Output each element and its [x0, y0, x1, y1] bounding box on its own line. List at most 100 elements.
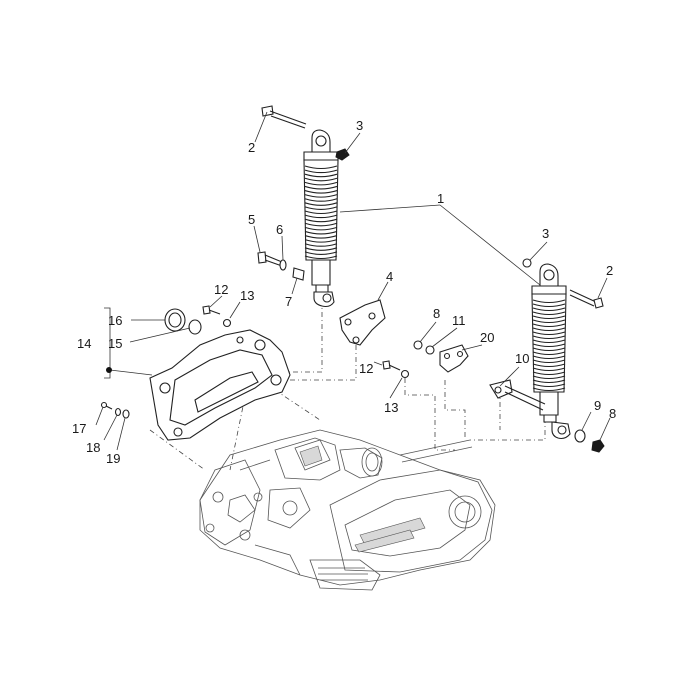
nut-8-upper: [413, 340, 423, 350]
label-16: 16: [108, 313, 122, 328]
label-4: 4: [386, 269, 393, 284]
label-13-upper: 13: [240, 288, 254, 303]
spring-coil: [532, 339, 566, 344]
spring-coil: [532, 331, 566, 336]
spring-coil: [532, 383, 566, 388]
shock-absorber-right: [531, 263, 571, 440]
label-20: 20: [480, 330, 494, 345]
spring-coil: [304, 169, 338, 174]
spring-coil: [532, 363, 566, 368]
label-19: 19: [106, 451, 120, 466]
spring-coil: [532, 367, 566, 372]
label-18: 18: [86, 440, 100, 455]
reference-dot: [106, 367, 112, 373]
spring-coil: [304, 255, 338, 260]
leader-lines: [95, 111, 611, 451]
spring-coil: [532, 327, 566, 332]
nut-3-right: [522, 258, 532, 268]
label-1: 1: [437, 191, 444, 206]
spring-coil: [532, 351, 566, 356]
spring-coil: [532, 355, 566, 360]
spring-coil: [304, 214, 338, 219]
label-14: 14: [77, 336, 91, 351]
label-13-lower: 13: [384, 400, 398, 415]
bolt-12-lower: [382, 360, 401, 371]
spring-coil: [532, 359, 566, 364]
washer-19: [122, 409, 130, 419]
shock-absorber-left: [303, 129, 339, 308]
spring-coil: [304, 243, 338, 247]
spring-coil: [532, 315, 566, 320]
label-8-lower: 8: [609, 406, 616, 421]
spring-coil: [532, 387, 566, 392]
label-15: 15: [108, 336, 122, 351]
bolt-17: [100, 401, 113, 410]
spring-coil: [532, 307, 566, 312]
spring-coil: [532, 303, 566, 308]
washer-13-lower: [400, 369, 410, 379]
circlip-15: [188, 319, 202, 335]
washer-13-upper: [222, 318, 232, 328]
nut-8-lower: [591, 439, 605, 453]
label-3-top: 3: [356, 118, 363, 133]
spring-coil: [304, 202, 338, 206]
washer-6: [279, 259, 287, 271]
washer-9: [574, 429, 586, 443]
spring-coil: [304, 230, 338, 235]
bolt-2-right: [569, 289, 604, 309]
spring-coil: [304, 218, 338, 223]
engine-assembly: [199, 429, 496, 591]
spring-coil: [532, 347, 566, 352]
label-17: 17: [72, 421, 86, 436]
label-8-upper: 8: [433, 306, 440, 321]
label-2-top: 2: [248, 140, 255, 155]
spacer-7: [292, 267, 305, 281]
spring-coil: [304, 210, 338, 215]
spring-coil: [304, 222, 338, 227]
label-6: 6: [276, 222, 283, 237]
bracket-4: [339, 299, 386, 346]
spring-coil: [532, 375, 566, 380]
spring-coil: [532, 299, 566, 304]
label-11: 11: [452, 313, 466, 328]
spring-coil: [532, 379, 566, 384]
label-3-right: 3: [542, 226, 549, 241]
label-9: 9: [594, 398, 601, 413]
spring-coil: [532, 343, 566, 348]
spring-coil: [304, 194, 338, 198]
part-labels: 1 2 3 5 6 7 4 3 2 12 13 16 15 14 8 11 20…: [72, 118, 616, 466]
spring-coil: [532, 319, 566, 324]
spring-coil: [304, 251, 338, 255]
spring-coil: [304, 181, 338, 186]
shaft-10: [489, 379, 546, 411]
spring-coil: [304, 173, 338, 178]
label-10: 10: [515, 351, 529, 366]
bolt-12-upper: [202, 305, 221, 315]
spring-coil: [532, 371, 566, 376]
spring-coil: [532, 335, 566, 340]
label-12-lower: 12: [359, 361, 373, 376]
bearing-16: [164, 308, 186, 332]
bolt-5: [257, 251, 283, 267]
spring-coil: [304, 206, 338, 210]
spring-coil: [304, 235, 338, 239]
washer-18: [114, 407, 122, 417]
spring-coil: [304, 198, 338, 202]
spring-coil: [304, 165, 338, 170]
plate-20: [439, 344, 469, 373]
spring-coil: [304, 190, 338, 194]
spring-coil: [304, 185, 338, 190]
spring-coil: [304, 226, 338, 231]
label-2-right: 2: [606, 263, 613, 278]
spring-coil: [532, 311, 566, 316]
spring-coil: [304, 247, 338, 251]
washer-11: [425, 345, 435, 355]
label-5: 5: [248, 212, 255, 227]
spring-coil: [304, 239, 338, 243]
bolt-2-top: [261, 105, 307, 129]
label-7: 7: [285, 294, 292, 309]
label-12-upper: 12: [214, 282, 228, 297]
spring-coil: [532, 323, 566, 328]
engine-bracket-14: [149, 329, 291, 441]
